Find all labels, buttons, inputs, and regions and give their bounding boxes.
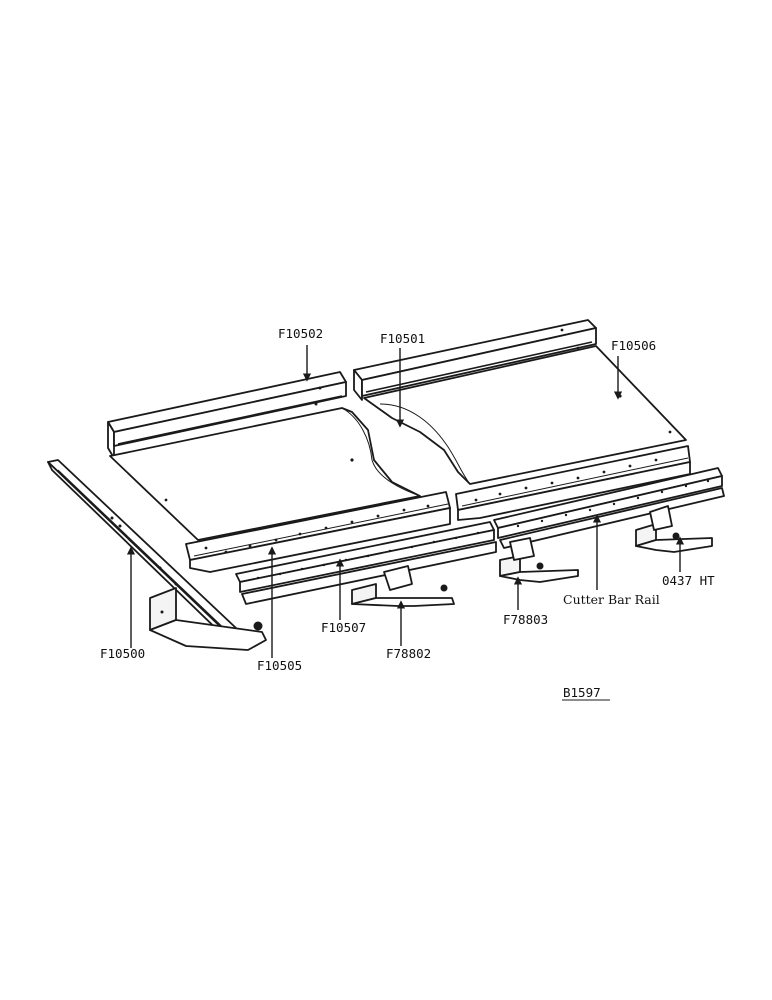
callout-f78802: F78802 bbox=[386, 646, 431, 661]
callout-f10502: F10502 bbox=[278, 326, 323, 341]
callout-cutter-bar-rail: Cutter Bar Rail bbox=[563, 592, 660, 607]
callout-f10505: F10505 bbox=[257, 658, 302, 673]
cutter-bar-rail-f10507 bbox=[235, 467, 725, 605]
callout-f10500: F10500 bbox=[100, 646, 145, 661]
callout-f10501: F10501 bbox=[380, 331, 425, 346]
bracket-right bbox=[635, 505, 713, 553]
callout-0437ht: 0437 HT bbox=[662, 573, 715, 588]
rail-holes bbox=[256, 531, 480, 580]
rail-holes-right bbox=[516, 479, 710, 528]
callout-f10506: F10506 bbox=[611, 338, 656, 353]
callout-f78803: F78803 bbox=[503, 612, 548, 627]
bracket-f78803 bbox=[499, 537, 579, 583]
callout-f10507: F10507 bbox=[321, 620, 366, 635]
leader-lines bbox=[126, 345, 685, 658]
mounting-bracket-left bbox=[149, 587, 267, 651]
floor-panel-left bbox=[107, 371, 451, 573]
channel-holes-right bbox=[474, 458, 658, 502]
floor-panel-right bbox=[353, 319, 691, 521]
side-rail-f10500 bbox=[47, 459, 237, 641]
bracket-f78802 bbox=[351, 565, 455, 607]
drawing-number: B1597 bbox=[563, 685, 601, 700]
channel-holes-left bbox=[204, 504, 430, 554]
